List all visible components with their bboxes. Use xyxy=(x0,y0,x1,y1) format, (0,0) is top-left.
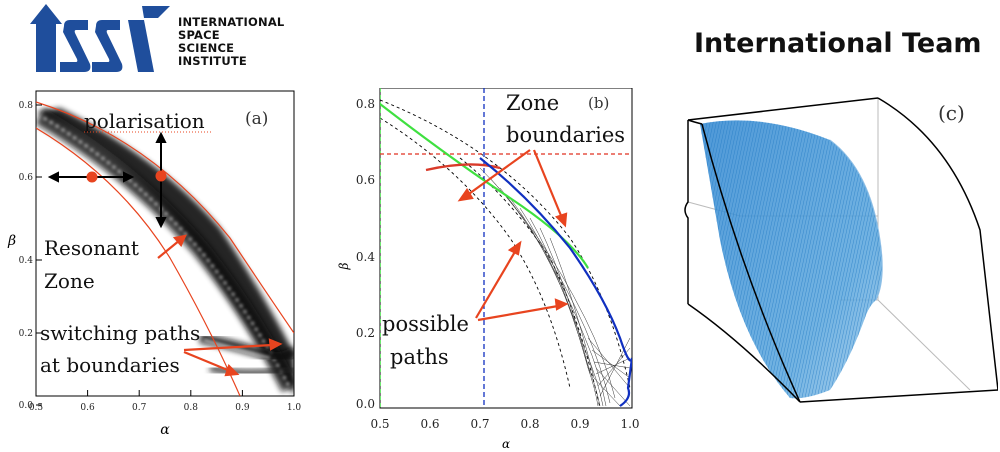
y-axis-label: β xyxy=(7,233,16,249)
ytick-label: 0.6 xyxy=(356,173,375,187)
state-point xyxy=(86,171,98,183)
logo-line: SCIENCE xyxy=(178,41,235,55)
ytick-label: 0.0 xyxy=(356,397,375,411)
issi-logo-mark xyxy=(30,4,170,72)
resonant-arrow xyxy=(157,234,187,259)
panel-a-ytick-labels: 0.0 0.2 0.4 0.6 0.8 xyxy=(19,101,34,411)
panel-b-xtick-labels: 0.5 0.6 0.7 0.8 0.9 1.0 xyxy=(370,417,639,431)
path-family xyxy=(479,167,631,407)
panel-a-ticks xyxy=(35,104,295,406)
ytick-label: 0.6 xyxy=(19,173,34,183)
polarisation-label: polarisation xyxy=(84,109,205,133)
zone-arrows xyxy=(457,149,568,228)
xtick-label: 0.9 xyxy=(570,417,589,431)
panel-b-frame xyxy=(379,88,633,409)
state-point xyxy=(155,170,167,182)
switching-arrows xyxy=(183,338,283,377)
panel-b: 0.5 0.6 0.7 0.8 0.9 1.0 0.0 0.2 0.4 0.6 … xyxy=(337,88,640,451)
boundaries-label: at boundaries xyxy=(40,353,180,377)
team-title: International Team xyxy=(694,28,982,59)
green-path xyxy=(380,103,589,269)
boundaries-label: boundaries xyxy=(506,123,625,147)
panel-tag: (b) xyxy=(588,94,609,112)
xtick-label: 0.7 xyxy=(470,417,489,431)
panel-tag: (c) xyxy=(938,101,965,125)
xtick-label: 0.8 xyxy=(520,417,539,431)
red-path xyxy=(425,163,501,172)
ytick-label: 0.4 xyxy=(356,250,375,264)
resonant-label: Resonant xyxy=(44,236,139,260)
resonant-band xyxy=(36,101,294,396)
logo-line: INSTITUTE xyxy=(178,54,247,68)
logo-line: INTERNATIONAL xyxy=(178,15,285,29)
surface xyxy=(700,120,883,399)
xtick-label: 0.8 xyxy=(184,403,199,413)
panel-c: (c) xyxy=(684,97,998,403)
blue-path xyxy=(479,157,632,407)
ytick-label: 0.8 xyxy=(356,97,375,111)
xtick-label: 0.6 xyxy=(80,403,95,413)
issi-logo: INTERNATIONAL SPACE SCIENCE INSTITUTE xyxy=(30,2,300,74)
paths-arrows xyxy=(475,240,569,322)
ytick-label: 0.0 xyxy=(19,401,34,411)
xtick-label: 1.0 xyxy=(287,403,302,413)
boundary-dashed-curves xyxy=(380,99,631,408)
ytick-label: 0.8 xyxy=(19,101,34,111)
panel-b-ytick-labels: 0.0 0.2 0.4 0.6 0.8 xyxy=(356,97,375,411)
paths-label: paths xyxy=(390,345,449,369)
panel-a: 0.5 0.6 0.7 0.8 0.9 1.0 0.0 0.2 0.4 0.6 … xyxy=(7,90,302,438)
y-axis-label: β xyxy=(337,262,351,270)
ytick-label: 0.2 xyxy=(19,329,33,339)
xtick-label: 0.5 xyxy=(370,417,389,431)
x-axis-label: α xyxy=(502,437,510,451)
panel-a-xtick-labels: 0.5 0.6 0.7 0.8 0.9 1.0 xyxy=(29,403,302,413)
panel-tag: (a) xyxy=(245,109,268,129)
zone-label: Zone xyxy=(44,269,95,293)
xtick-label: 0.6 xyxy=(420,417,439,431)
xtick-label: 0.9 xyxy=(235,403,250,413)
xtick-label: 0.5 xyxy=(29,403,44,413)
xtick-label: 1.0 xyxy=(620,417,639,431)
possible-label: possible xyxy=(382,312,469,336)
ytick-label: 0.4 xyxy=(19,256,34,266)
switching-label: switching paths xyxy=(40,321,200,345)
box-frame xyxy=(684,97,998,403)
issi-logo-text: INTERNATIONAL SPACE SCIENCE INSTITUTE xyxy=(178,16,284,68)
x-axis-label: α xyxy=(160,422,170,438)
logo-line: SPACE xyxy=(178,28,220,42)
xtick-label: 0.7 xyxy=(132,403,147,413)
zone-label: Zone xyxy=(506,91,559,115)
ytick-label: 0.2 xyxy=(356,326,375,340)
